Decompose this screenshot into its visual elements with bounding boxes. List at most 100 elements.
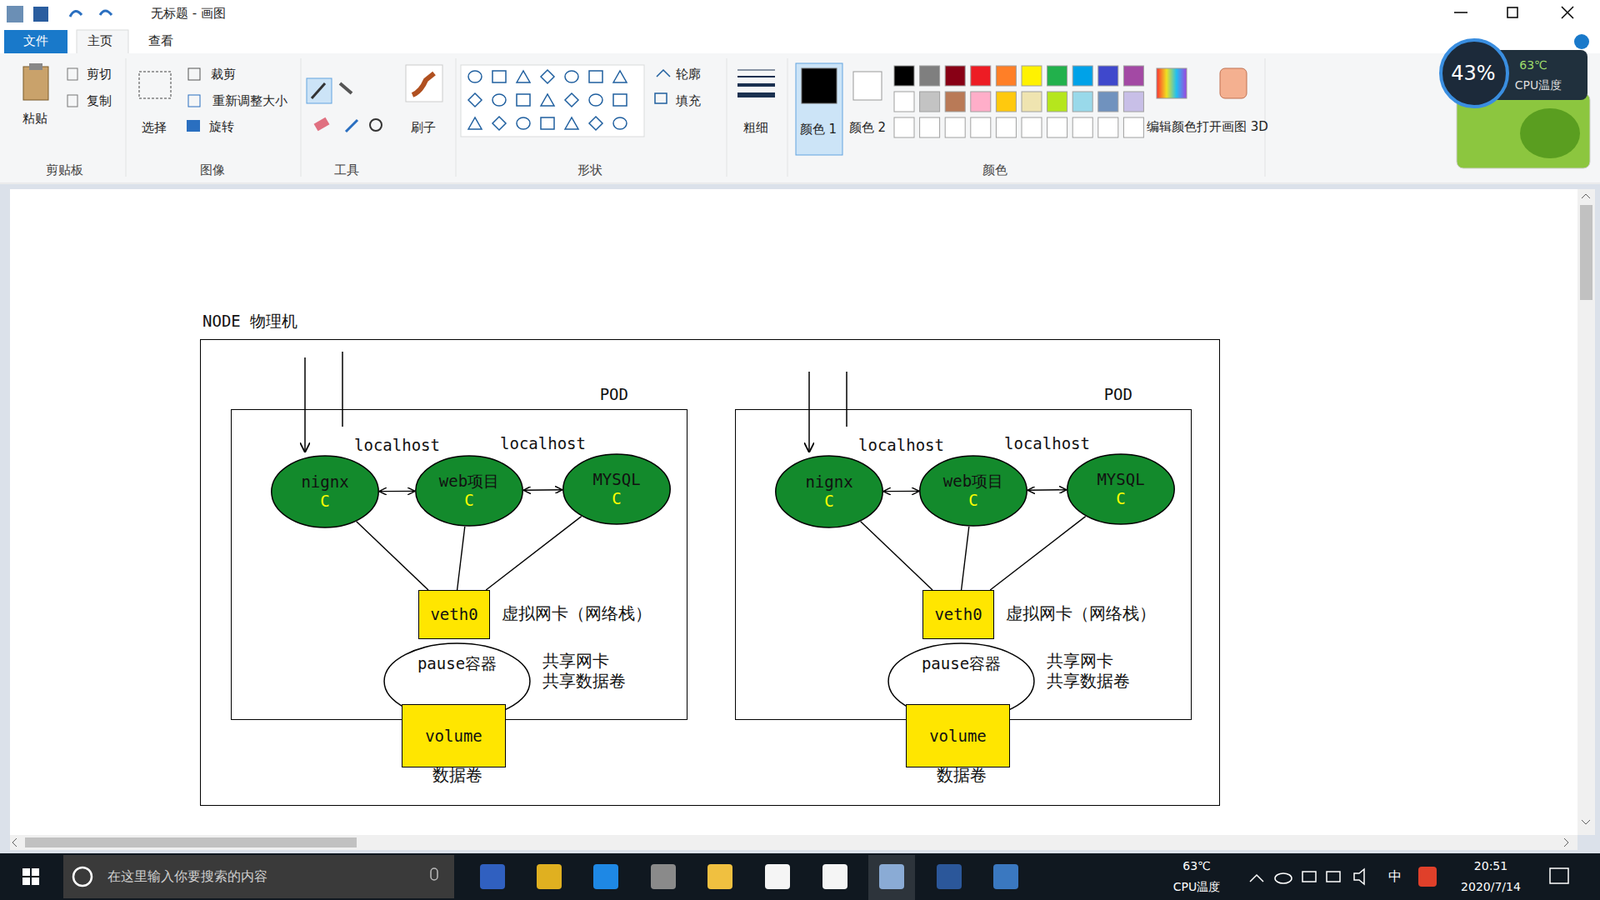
container-mark: C	[824, 491, 834, 511]
ui-label: 查看	[148, 33, 174, 49]
ui-label: 裁剪	[210, 66, 236, 82]
link-line	[990, 516, 1085, 590]
ui-label: CPU温度	[1515, 78, 1562, 93]
ellipse-outline	[919, 455, 1028, 527]
link-line	[860, 521, 933, 590]
box-label: veth0	[430, 605, 478, 625]
ui-label: 剪贴板	[45, 162, 84, 178]
ui-label: 打开画图 3D	[1196, 119, 1269, 135]
container-mark: C	[1115, 489, 1125, 509]
container-mark: C	[464, 490, 474, 510]
pause-ellipse: pause容器	[887, 642, 1035, 720]
ui-label: 63℃	[1182, 859, 1211, 874]
box-heading: POD	[600, 385, 629, 405]
ui-label: 轮廓	[675, 66, 701, 82]
box-heading: NODE 物理机	[202, 311, 298, 331]
container-ellipse: MYSQLC	[1066, 453, 1175, 525]
box-heading: POD	[1104, 385, 1133, 405]
ui-label: CPU温度	[1173, 880, 1220, 895]
pause-ellipse: pause容器	[383, 642, 531, 720]
box-label: web项目	[439, 471, 500, 491]
ellipse-outline	[562, 453, 671, 525]
pod-box: PODnignxCweb项目CMYSQLCveth0pause容器	[230, 409, 688, 720]
container-mark: C	[611, 489, 621, 509]
diagram-note: 虚拟网卡（网络栈）	[1005, 603, 1156, 624]
diagram-note: 数据卷	[432, 765, 483, 785]
ellipse-outline	[415, 455, 524, 527]
veth-box: veth0	[922, 590, 995, 640]
ui-label: 复制	[86, 93, 112, 109]
box-label: nignx	[300, 472, 349, 492]
ui-label: 剪切	[86, 66, 112, 82]
box-label: volume	[929, 726, 987, 746]
link-line	[961, 526, 970, 590]
ui-label: 重新调整大小	[212, 93, 288, 109]
container-ellipse: nignxC	[270, 455, 380, 529]
ui-label: 图像	[200, 162, 225, 178]
box-label: nignx	[805, 472, 853, 492]
node-machine-box: NODE 物理机PODnignxCweb项目CMYSQLCveth0pause容…	[200, 339, 1220, 806]
ellipse-outline	[270, 455, 380, 529]
edge-label: localhost	[856, 435, 946, 454]
ui-label: 颜色	[982, 162, 1008, 178]
localhost-arrow	[1027, 489, 1067, 491]
ui-label: 旋转	[209, 119, 235, 135]
container-ellipse: nignxC	[775, 455, 884, 529]
ui-label: 工具	[334, 162, 360, 178]
ui-label: 粗细	[743, 120, 769, 135]
ui-label: 20:51	[1474, 859, 1508, 874]
box-label: web项目	[943, 471, 1004, 491]
box-label: pause容器	[921, 654, 1001, 674]
pod-box: PODnignxCweb项目CMYSQLCveth0pause容器	[735, 409, 1192, 720]
ui-label: 形状	[577, 162, 603, 178]
ui-label: 43%	[1450, 61, 1495, 86]
diagram-note: 数据卷	[936, 765, 987, 785]
diagram-note: 虚拟网卡（网络栈）	[501, 603, 652, 624]
ui-label: 主页	[87, 33, 113, 49]
container-ellipse: web项目C	[919, 455, 1028, 527]
container-mark: C	[968, 490, 978, 510]
volume-box: volume	[401, 704, 506, 768]
localhost-arrow	[379, 490, 415, 493]
ui-label: 编辑颜色	[1146, 119, 1197, 135]
edge-label: localhost	[498, 435, 588, 453]
ui-label: 刷子	[410, 120, 436, 135]
ui-label: 中	[1388, 868, 1402, 885]
localhost-arrow	[523, 489, 563, 491]
ui-label: 选择	[141, 120, 167, 135]
diagram-note: 共享网卡 共享数据卷	[1046, 650, 1147, 691]
ellipse-outline	[383, 642, 531, 720]
edge-label: localhost	[1002, 435, 1092, 453]
box-label: MYSQL	[1096, 470, 1145, 490]
box-label: MYSQL	[592, 470, 640, 490]
volume-box: volume	[905, 704, 1010, 768]
ui-label: 文件	[23, 33, 49, 49]
link-line	[356, 521, 429, 590]
ui-label: 无标题 - 画图	[150, 5, 226, 21]
ui-label: 颜色 2	[849, 120, 886, 135]
ui-label: 填充	[675, 93, 701, 109]
link-line	[485, 516, 581, 590]
ui-label: 在这里输入你要搜索的内容	[107, 868, 268, 885]
container-ellipse: MYSQLC	[562, 453, 671, 525]
ellipse-outline	[887, 642, 1035, 720]
localhost-arrow	[883, 490, 920, 493]
ui-label: 63℃	[1519, 58, 1548, 73]
ui-label: 颜色 1	[800, 121, 837, 137]
diagram-note: 共享网卡 共享数据卷	[542, 650, 643, 691]
veth-box: veth0	[418, 590, 490, 640]
ellipse-outline	[775, 455, 884, 529]
box-label: volume	[425, 726, 483, 746]
edge-label: localhost	[352, 435, 442, 454]
container-mark: C	[320, 491, 330, 511]
ellipse-outline	[1066, 453, 1175, 525]
ui-label: 粘贴	[22, 110, 48, 126]
ui-label: 2020/7/14	[1460, 880, 1521, 895]
box-label: pause容器	[417, 654, 497, 674]
container-ellipse: web项目C	[415, 455, 524, 527]
